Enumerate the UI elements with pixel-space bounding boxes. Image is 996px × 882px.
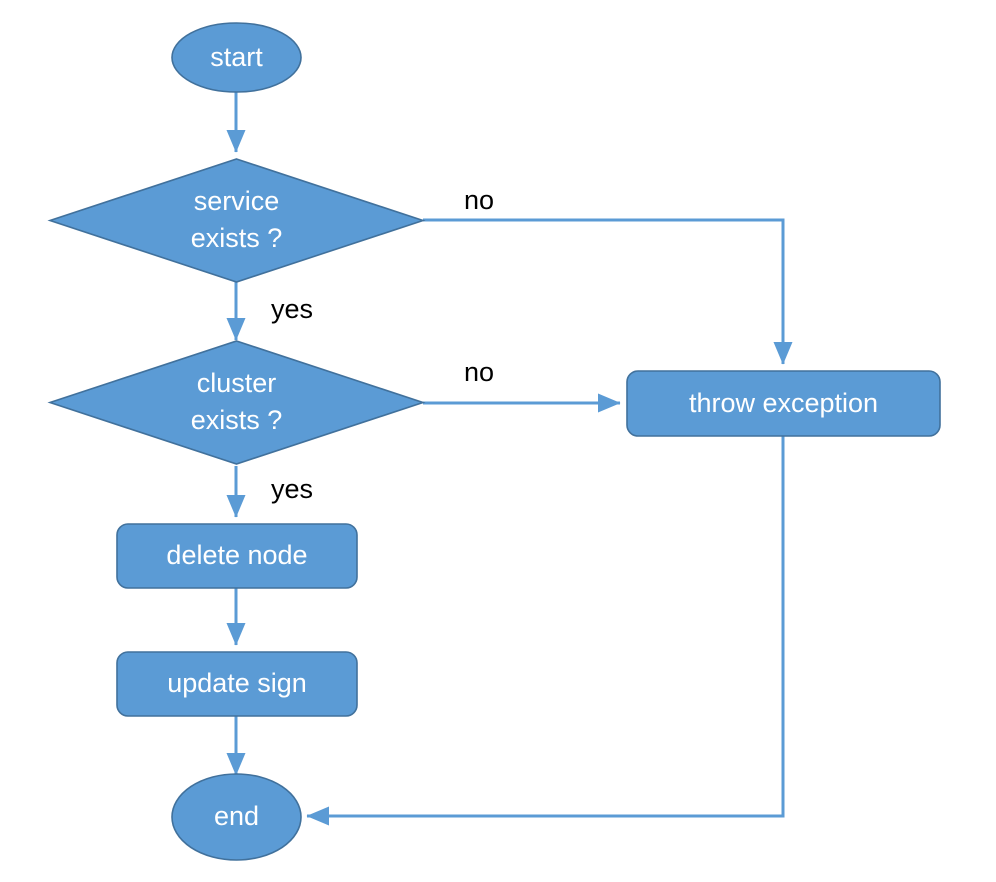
node-start-label: start	[210, 42, 263, 72]
edge-label-cluster-exists-no: no	[464, 357, 494, 387]
node-cluster-exists-label-line2: exists ?	[191, 405, 283, 435]
node-update-sign-label: update sign	[167, 668, 307, 698]
node-cluster-exists-shape[interactable]	[47, 340, 426, 465]
node-service-exists-label-line1: service	[194, 186, 280, 216]
connector-service-exists-no-to-throw-exception	[423, 218, 793, 365]
edge-label-cluster-exists-yes: yes	[271, 474, 313, 504]
node-update-sign-shape[interactable]	[116, 651, 358, 717]
edge-label-service-exists-no: no	[464, 185, 494, 215]
node-delete-node-label: delete node	[166, 540, 307, 570]
node-start-shape[interactable]	[171, 22, 302, 93]
node-service-exists-shape[interactable]	[47, 158, 426, 283]
node-throw-exception-shape[interactable]	[626, 370, 941, 437]
node-delete-node-shape[interactable]	[116, 523, 358, 589]
node-cluster-exists-label-line1: cluster	[197, 368, 277, 398]
connector-throw-exception-to-end	[306, 436, 785, 826]
node-end-label: end	[214, 801, 259, 831]
node-end-shape[interactable]	[171, 773, 302, 861]
edge-label-service-exists-yes: yes	[271, 294, 313, 324]
node-service-exists-label-line2: exists ?	[191, 223, 283, 253]
node-throw-exception-label: throw exception	[689, 388, 878, 418]
